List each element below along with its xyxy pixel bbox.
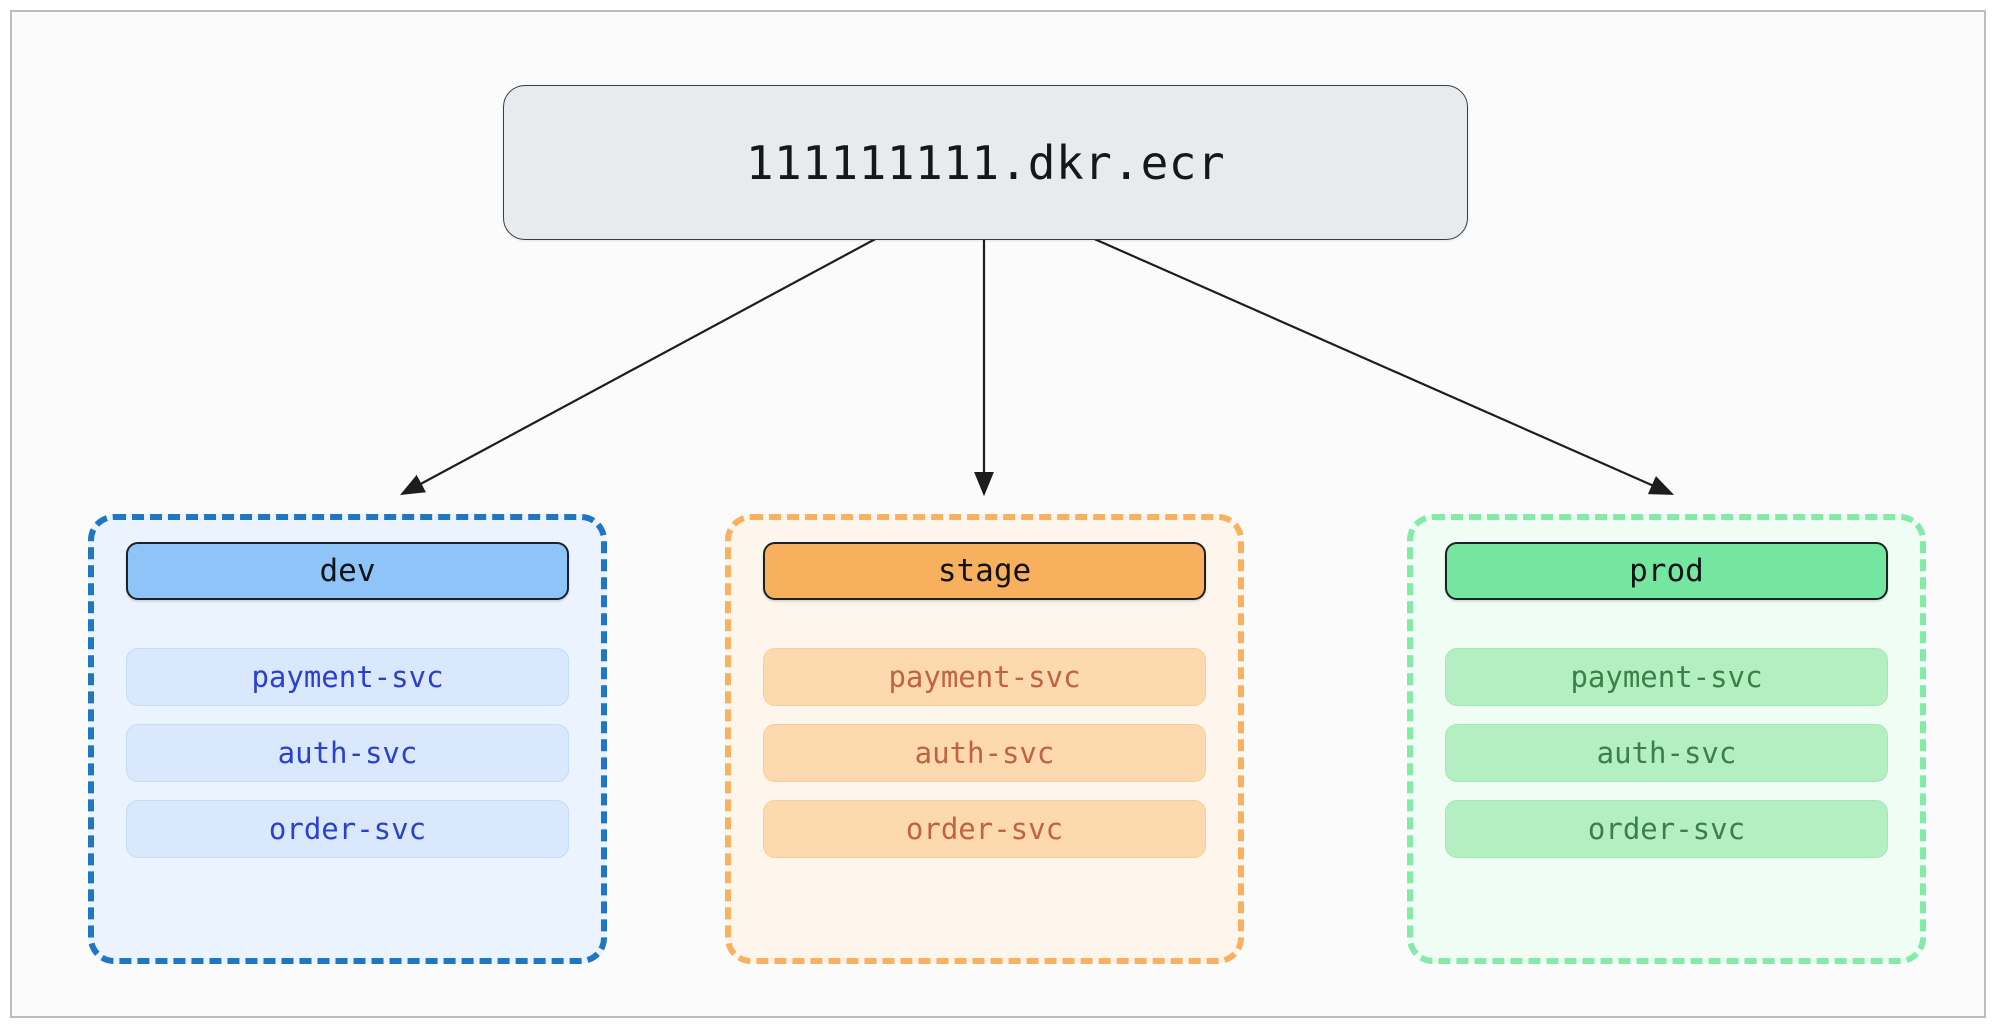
- service-label: auth-svc: [914, 736, 1055, 770]
- service-label: order-svc: [1587, 812, 1746, 846]
- service-chip[interactable]: order-svc: [126, 800, 569, 858]
- service-chip[interactable]: payment-svc: [763, 648, 1206, 706]
- cluster-stage-header[interactable]: stage: [763, 542, 1206, 600]
- cluster-dev-title: dev: [319, 553, 376, 589]
- edge-root-to-dev: [400, 229, 893, 496]
- cluster-prod[interactable]: prod payment-svc auth-svc order-svc: [1407, 514, 1926, 964]
- service-label: auth-svc: [1596, 736, 1737, 770]
- registry-root-node[interactable]: 111111111.dkr.ecr: [503, 85, 1468, 240]
- cluster-stage-title: stage: [937, 553, 1032, 589]
- service-label: payment-svc: [251, 660, 444, 694]
- service-chip[interactable]: payment-svc: [126, 648, 569, 706]
- service-label: order-svc: [905, 812, 1064, 846]
- diagram-canvas: 111111111.dkr.ecr dev payment-svc auth-s…: [10, 10, 1986, 1018]
- cluster-dev[interactable]: dev payment-svc auth-svc order-svc: [88, 514, 607, 964]
- edge-root-to-prod: [1073, 228, 1675, 496]
- cluster-prod-header[interactable]: prod: [1445, 542, 1888, 600]
- service-chip[interactable]: order-svc: [1445, 800, 1888, 858]
- service-chip[interactable]: auth-svc: [763, 724, 1206, 782]
- service-chip[interactable]: payment-svc: [1445, 648, 1888, 706]
- cluster-dev-header[interactable]: dev: [126, 542, 569, 600]
- service-label: payment-svc: [1570, 660, 1763, 694]
- service-label: payment-svc: [888, 660, 1081, 694]
- cluster-stage-service-list: payment-svc auth-svc order-svc: [763, 648, 1206, 858]
- service-chip[interactable]: auth-svc: [1445, 724, 1888, 782]
- registry-root-label: 111111111.dkr.ecr: [745, 135, 1226, 190]
- service-label: auth-svc: [277, 736, 418, 770]
- service-chip[interactable]: auth-svc: [126, 724, 569, 782]
- cluster-prod-title: prod: [1629, 553, 1704, 589]
- cluster-dev-service-list: payment-svc auth-svc order-svc: [126, 648, 569, 858]
- service-label: order-svc: [268, 812, 427, 846]
- service-chip[interactable]: order-svc: [763, 800, 1206, 858]
- cluster-prod-service-list: payment-svc auth-svc order-svc: [1445, 648, 1888, 858]
- cluster-stage[interactable]: stage payment-svc auth-svc order-svc: [725, 514, 1244, 964]
